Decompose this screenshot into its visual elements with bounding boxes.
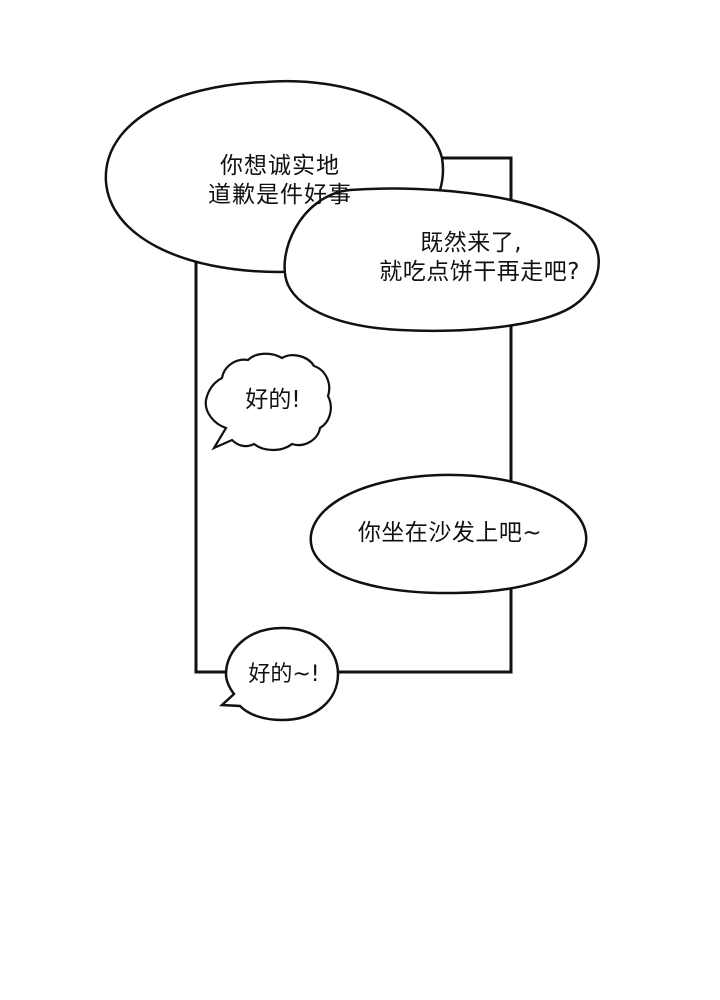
- speech-text-apology: 你想诚实地 道歉是件好事: [190, 152, 370, 210]
- speech-bubble-okay-2: [218, 626, 340, 722]
- speech-bubble-sofa: [309, 473, 588, 595]
- speech-text-okay-1: 好的!: [228, 386, 318, 415]
- speech-bubble-okay-1: [204, 352, 332, 452]
- speech-text-line: 道歉是件好事: [208, 181, 352, 208]
- speech-text-sofa: 你坐在沙发上吧~: [330, 519, 570, 548]
- speech-bubble-invite: [283, 187, 600, 333]
- speech-text-line: 好的!: [245, 387, 301, 413]
- speech-text-invite: 既然来了, 就吃点饼干再走吧?: [320, 229, 580, 287]
- speech-text-line: 你坐在沙发上吧~: [357, 520, 543, 546]
- speech-text-line: 既然来了,: [420, 230, 522, 256]
- speech-text-line: 好的~!: [248, 662, 320, 687]
- speech-text-line: 就吃点饼干再走吧?: [379, 258, 580, 285]
- speech-text-okay-2: 好的~!: [234, 661, 334, 689]
- speech-text-line: 你想诚实地: [220, 153, 340, 179]
